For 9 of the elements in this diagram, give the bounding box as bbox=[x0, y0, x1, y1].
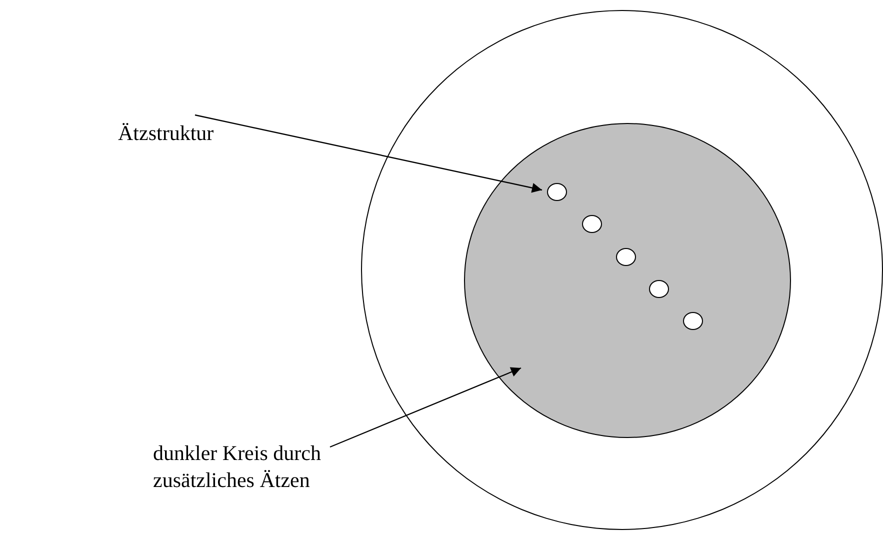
label-text: dunkler Kreis durch zusätzliches Ätzen bbox=[153, 440, 322, 494]
label-text: Ätzstruktur bbox=[118, 120, 215, 147]
etch-hole bbox=[683, 312, 703, 330]
etch-hole bbox=[649, 280, 669, 298]
etch-hole bbox=[582, 215, 602, 233]
etch-hole bbox=[547, 183, 567, 201]
etch-hole bbox=[616, 248, 636, 266]
arrow bbox=[330, 367, 522, 448]
arrow bbox=[194, 114, 542, 193]
